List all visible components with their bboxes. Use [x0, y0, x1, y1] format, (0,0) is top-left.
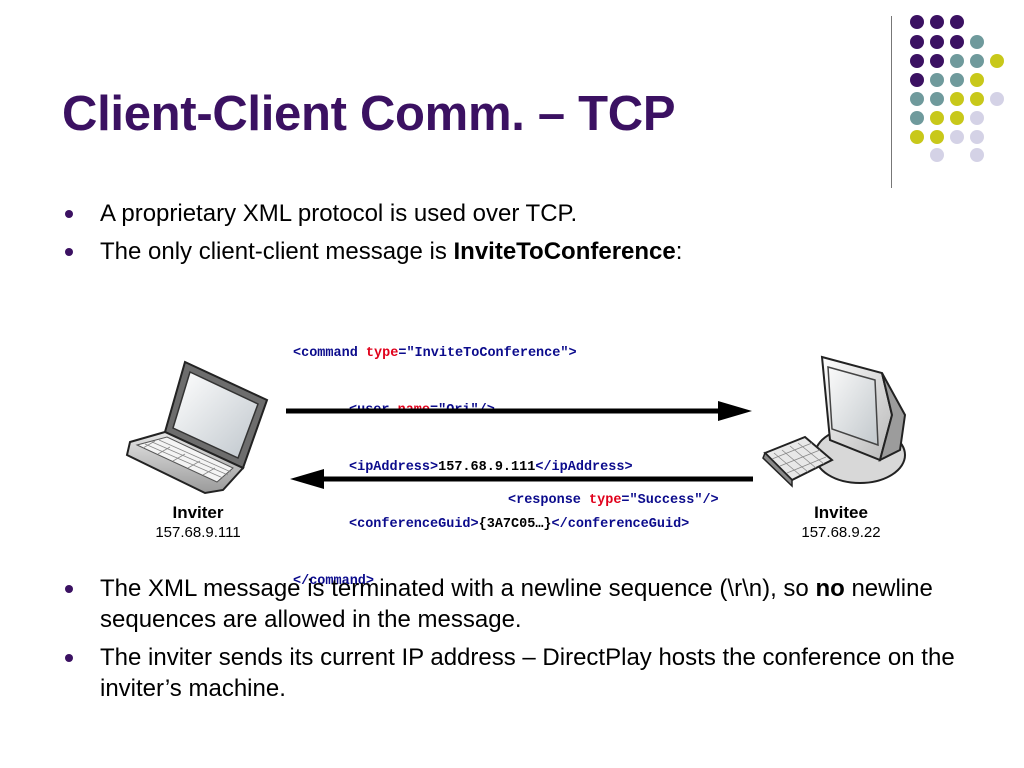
decorative-dot [970, 130, 984, 144]
xml-request-code: <command type="InviteToConference"> <use… [293, 306, 689, 610]
bottom-bullet-list: The XML message is terminated with a new… [62, 573, 962, 711]
bullet-text: no [815, 575, 845, 602]
decorative-dot [950, 92, 964, 106]
decorative-dot [910, 92, 924, 106]
decorative-dot [930, 148, 944, 162]
invitee-name: Invitee [814, 503, 868, 522]
inviter-name: Inviter [172, 503, 224, 522]
decorative-dot [970, 92, 984, 106]
decorative-dot [930, 130, 944, 144]
decorative-dot [930, 54, 944, 68]
decorative-dot-grid [910, 15, 1004, 162]
decorative-dot [950, 15, 964, 29]
decorative-dot [950, 130, 964, 144]
code-line-command-open: <command type="InviteToConference"> [293, 346, 577, 361]
slide-title: Client-Client Comm. – TCP [62, 87, 676, 141]
decorative-dot [950, 54, 964, 68]
message-arrows [286, 401, 753, 489]
decorative-dot [950, 111, 964, 125]
decorative-dot [930, 92, 944, 106]
bullet-text: The XML message is terminated with a new… [100, 575, 816, 602]
code-line-ipaddress: <ipAddress>157.68.9.111</ipAddress> [349, 460, 633, 475]
decorative-dot [910, 15, 924, 29]
bullet-text: newline sequences are allowed in the mes… [100, 575, 933, 633]
decorative-dot [930, 111, 944, 125]
bullet-text: The only client-client message is [100, 238, 454, 265]
decorative-dot [930, 15, 944, 29]
decorative-dot [990, 54, 1004, 68]
bullet-item: The only client-client message is Invite… [62, 236, 962, 267]
invitee-label: Invitee 157.68.9.22 [772, 503, 910, 542]
response-arrow [290, 469, 753, 489]
decorative-dot [950, 35, 964, 49]
bullet-item: The inviter sends its current IP address… [62, 642, 962, 704]
request-arrow [286, 401, 752, 421]
decorative-dot [990, 92, 1004, 106]
code-line-conferenceguid: <conferenceGuid>{3A7C05…}</conferenceGui… [349, 517, 690, 532]
decorative-dot [970, 73, 984, 87]
decorative-dot [930, 73, 944, 87]
bullet-text: A proprietary XML protocol is used over … [100, 200, 578, 227]
xml-response-code: <response type="Success"/> [508, 493, 719, 508]
bullet-text: The inviter sends its current IP address… [100, 644, 955, 702]
bullet-text: : [675, 238, 683, 265]
bullet-item: A proprietary XML protocol is used over … [62, 198, 962, 229]
decorative-dot [910, 35, 924, 49]
decorative-dot [910, 73, 924, 87]
inviter-ip: 157.68.9.111 [155, 524, 241, 541]
decorative-dot [970, 54, 984, 68]
decorative-dot [910, 130, 924, 144]
bullet-text: InviteToConference [453, 238, 676, 265]
code-line-command-close: </command> [293, 574, 375, 589]
inviter-label: Inviter 157.68.9.111 [130, 503, 266, 542]
decorative-dot [910, 54, 924, 68]
title-divider-line [891, 16, 892, 188]
decorative-dot [930, 35, 944, 49]
laptop-icon [125, 360, 269, 495]
decorative-dot [970, 35, 984, 49]
desktop-computer-icon [762, 355, 907, 488]
bullet-item: The XML message is terminated with a new… [62, 573, 962, 635]
decorative-dot [970, 111, 984, 125]
decorative-dot [950, 73, 964, 87]
decorative-dot [910, 111, 924, 125]
decorative-dot [970, 148, 984, 162]
invitee-ip: 157.68.9.22 [801, 524, 881, 541]
top-bullet-list: A proprietary XML protocol is used over … [62, 198, 962, 274]
